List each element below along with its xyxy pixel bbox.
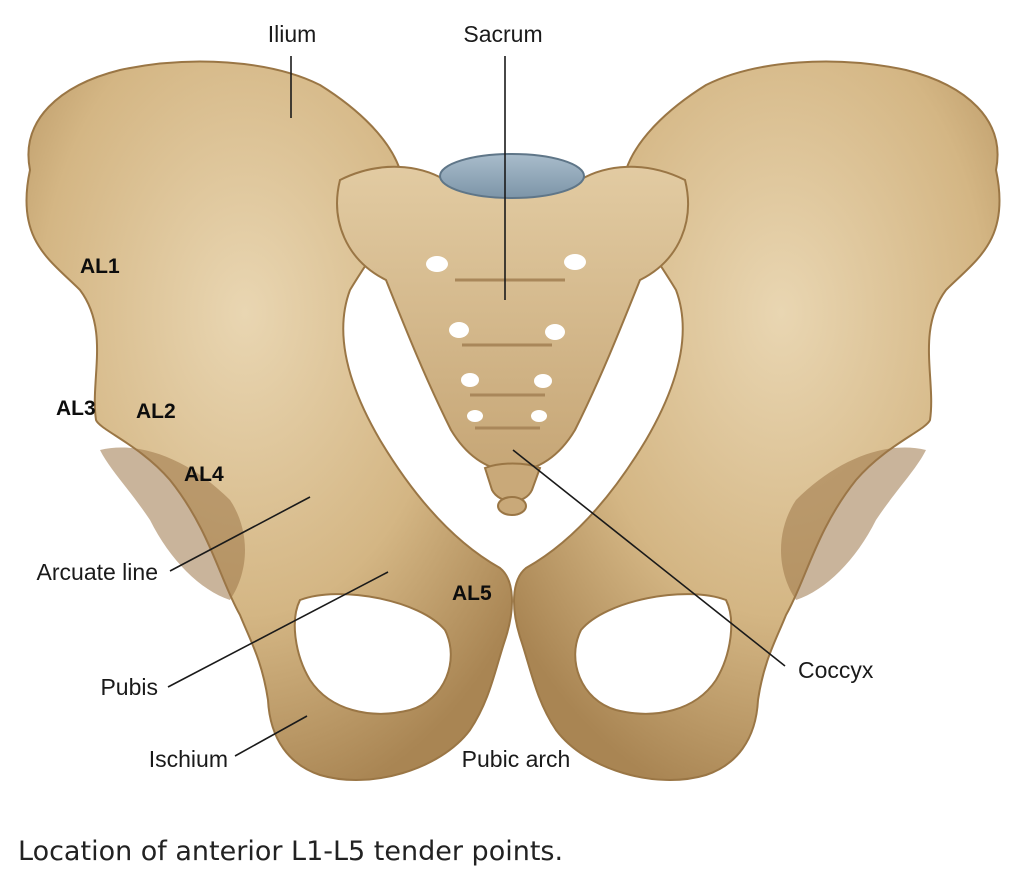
right-hip-bone xyxy=(513,60,1001,781)
tender-point-al4: AL4 xyxy=(184,463,224,486)
label-pubis: Pubis xyxy=(100,674,158,700)
pubis-leader xyxy=(167,571,389,688)
left-hip-bone xyxy=(25,60,513,781)
label-coccyx: Coccyx xyxy=(798,657,874,683)
coccyx-leader xyxy=(512,449,786,667)
sacral-promontory-disc xyxy=(439,153,585,199)
label-arcuate-line: Arcuate line xyxy=(37,559,158,585)
label-ischium: Ischium xyxy=(149,746,228,772)
figure-caption: Location of anterior L1-L5 tender points… xyxy=(18,836,564,867)
sacrum xyxy=(336,153,689,474)
coccyx xyxy=(483,462,542,516)
label-ilium: Ilium xyxy=(268,21,317,47)
leader-lines xyxy=(167,56,786,757)
tender-point-al5: AL5 xyxy=(452,582,492,605)
ischium-leader xyxy=(234,715,308,757)
tender-point-al2: AL2 xyxy=(136,400,176,423)
tender-point-al3: AL3 xyxy=(56,397,96,420)
label-sacrum: Sacrum xyxy=(463,21,542,47)
tender-point-al1: AL1 xyxy=(80,255,120,278)
arcuate-line-leader xyxy=(169,496,311,572)
label-pubic-arch: Pubic arch xyxy=(462,746,571,772)
pelvis-figure: Ilium Sacrum Arcuate line Pubis Ischium … xyxy=(25,21,1001,781)
